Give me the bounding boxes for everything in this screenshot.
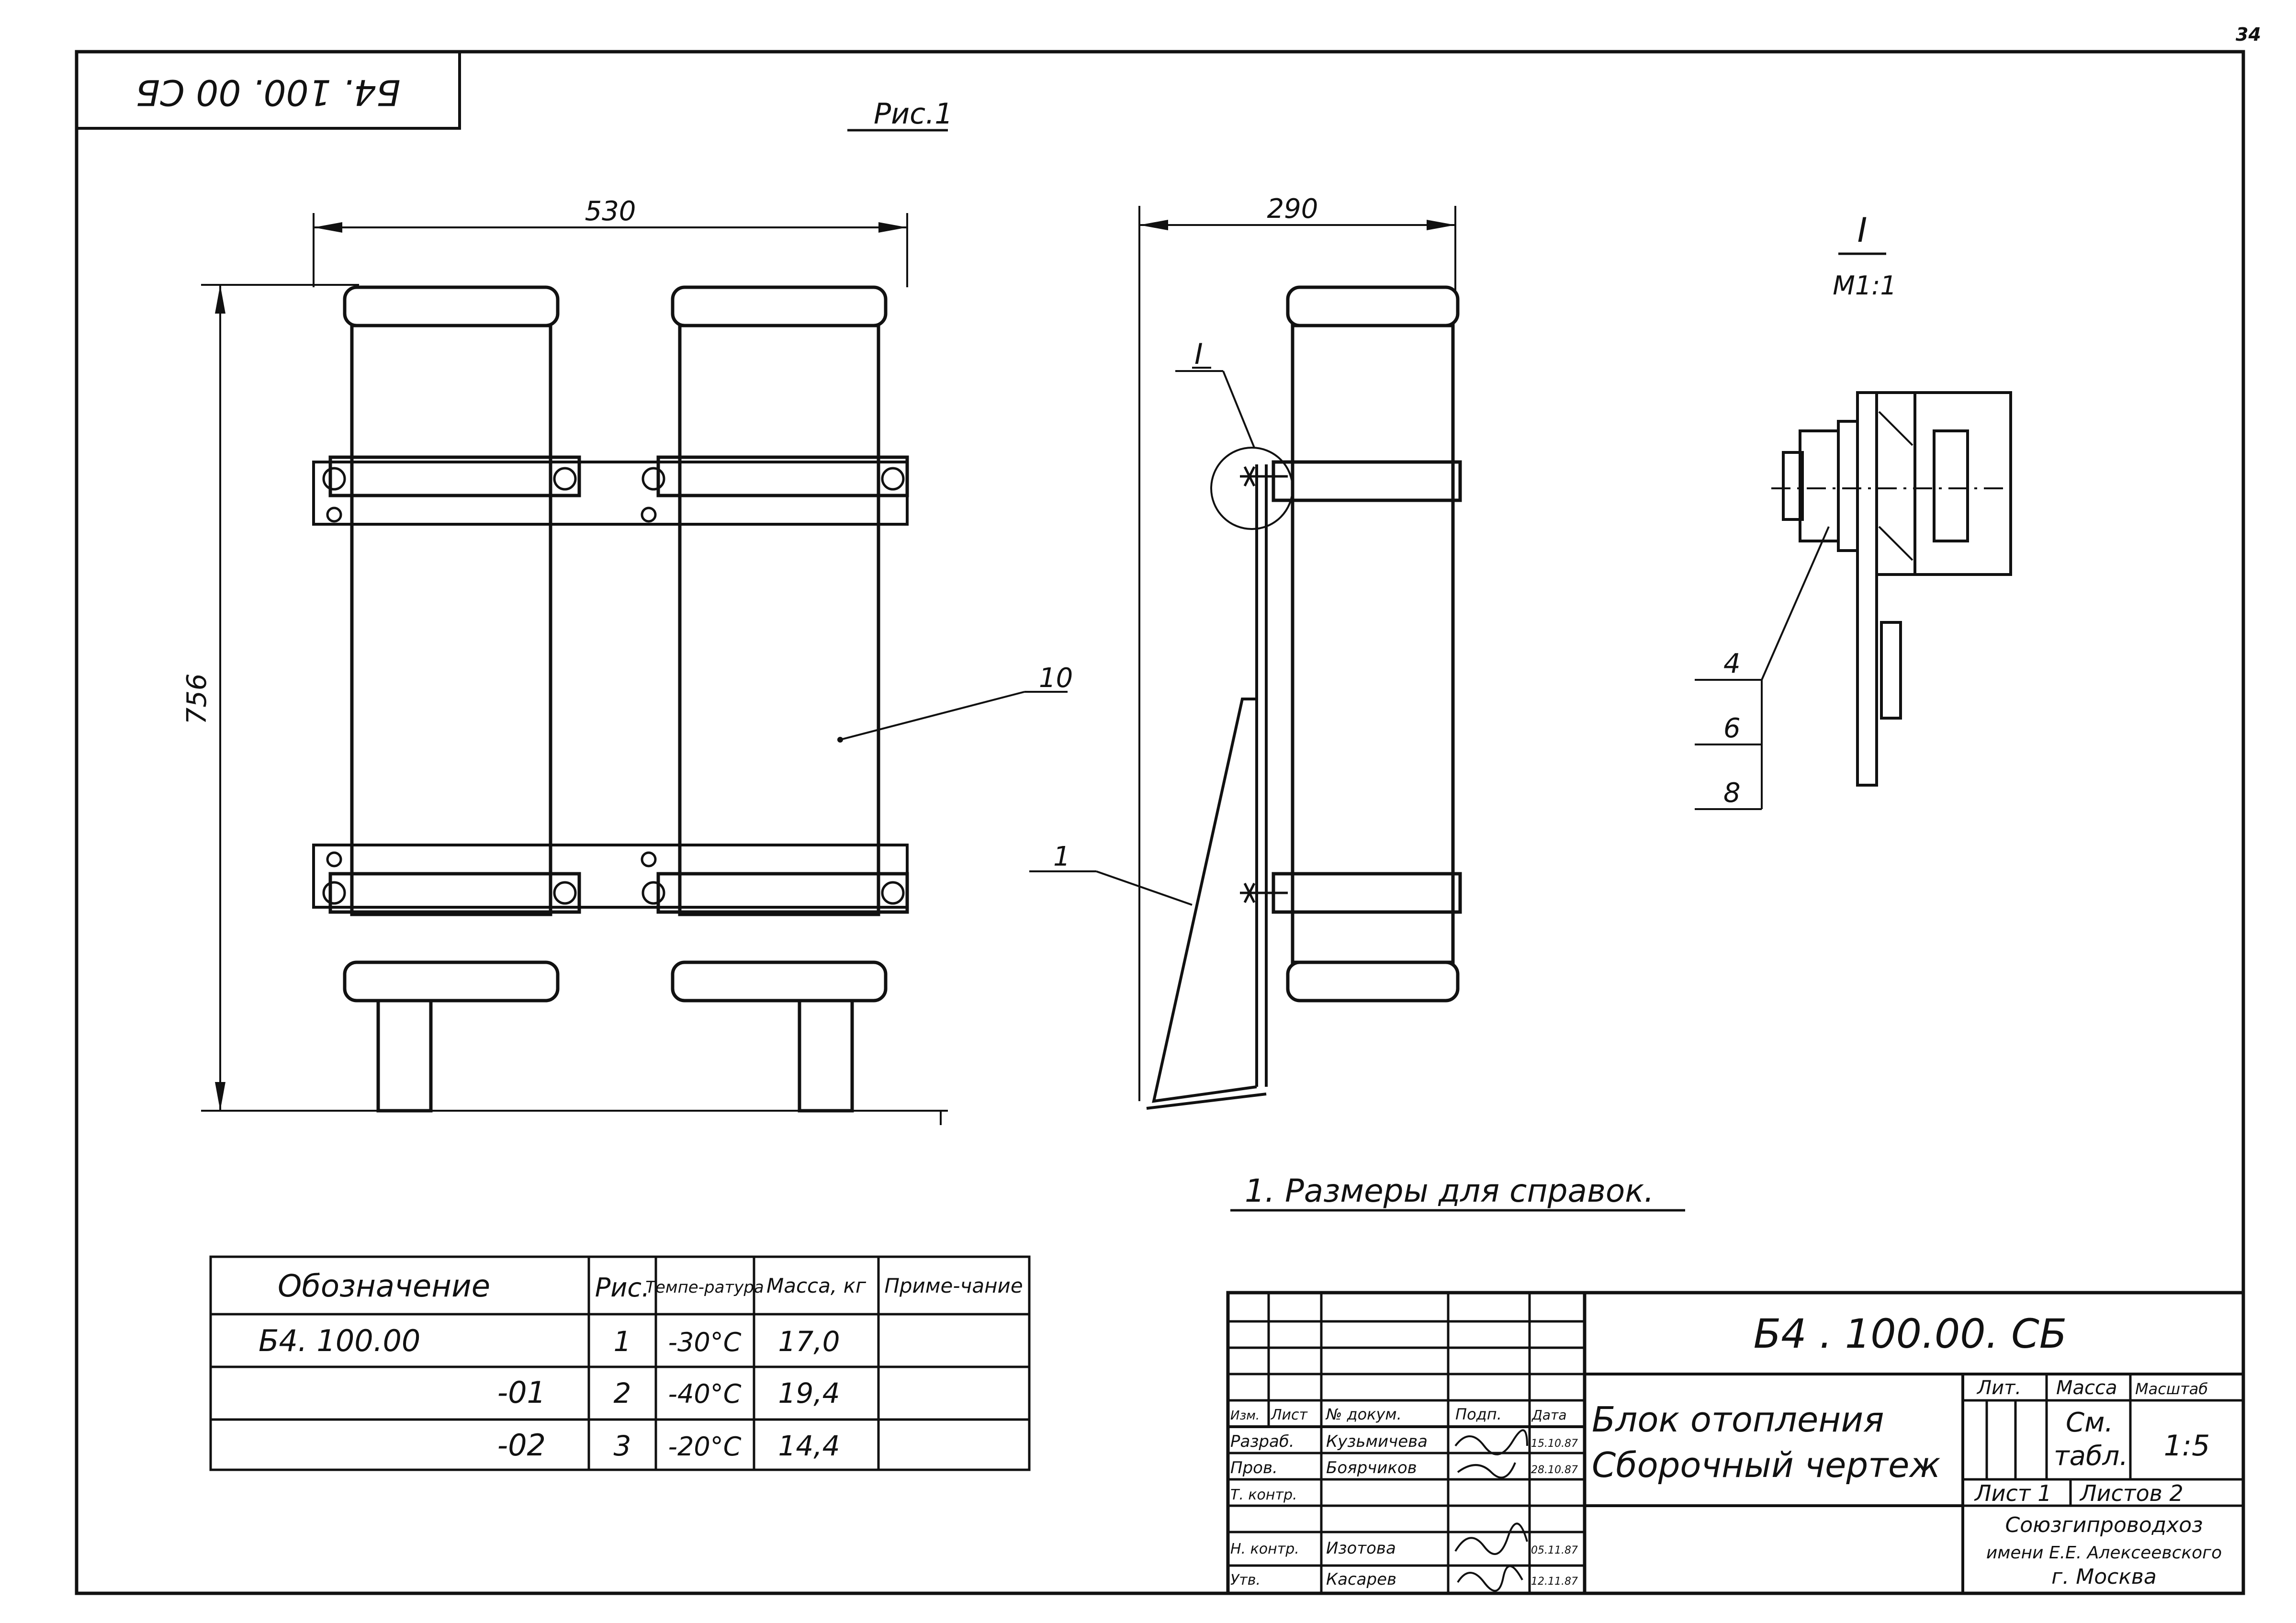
tb-sheet: Лист 1 <box>1974 1480 2051 1506</box>
spec-header-mass: Масса, кг <box>766 1274 867 1297</box>
tb-sheets: Листов 2 <box>2079 1480 2183 1506</box>
tb-role-2: Пров. <box>1230 1458 1278 1477</box>
tb-org-line1: Союзгипроводхоз <box>2005 1513 2203 1537</box>
detail-callout-8: 8 <box>1723 778 1741 809</box>
tb-name-line2: Сборочный чертеж <box>1592 1445 1940 1485</box>
dim-height-label: 756 <box>181 674 213 725</box>
tb-role-3: Т. контр. <box>1230 1487 1297 1503</box>
tb-role-1: Разраб. <box>1230 1432 1294 1451</box>
tb-name-5: Касарев <box>1326 1570 1396 1589</box>
spec-row-1-fig: 1 <box>614 1325 631 1358</box>
tb-code: Б4 . 100.00. СБ <box>1754 1310 2067 1357</box>
title-block <box>1226 1291 2245 1595</box>
spec-row-1-temp: -30°C <box>668 1327 742 1357</box>
tb-date-5: 12.11.87 <box>1531 1576 1578 1588</box>
tb-col-list: Лист <box>1271 1407 1308 1423</box>
tb-org-line3: г. Москва <box>2051 1565 2157 1589</box>
tb-role-4: Н. контр. <box>1230 1541 1299 1557</box>
tb-date-4: 05.11.87 <box>1531 1544 1578 1556</box>
tb-name-line1: Блок отопления <box>1592 1399 1884 1440</box>
spec-row-2-fig: 2 <box>614 1377 631 1409</box>
side-view: 290 I 1 <box>1029 193 1462 1110</box>
spec-row-2-designation: -01 <box>497 1375 546 1410</box>
spec-header-fig: Рис. <box>595 1273 650 1303</box>
front-view: 530 756 <box>181 196 1073 1125</box>
tb-date-1: 15.10.87 <box>1531 1438 1578 1450</box>
detail-callout-4: 4 <box>1723 648 1741 679</box>
dim-width-label: 530 <box>585 196 636 227</box>
detail-title: I <box>1857 211 1868 250</box>
spec-row-1-mass: 17,0 <box>778 1325 840 1358</box>
tb-scale-value: 1:5 <box>2164 1429 2210 1463</box>
tb-role-5: Утв. <box>1230 1572 1261 1589</box>
spec-table <box>209 1255 1031 1471</box>
spec-row-3-designation: -02 <box>497 1428 546 1463</box>
tb-col-doc: № докум. <box>1325 1405 1402 1423</box>
spec-header-temp: Темпе-ратура <box>645 1278 764 1297</box>
page-number: 34 <box>2236 24 2261 45</box>
tb-scale-label: Масштаб <box>2135 1380 2208 1398</box>
spec-row-2-mass: 19,4 <box>778 1377 840 1409</box>
tb-mass-value1: См. <box>2066 1407 2113 1438</box>
tb-col-sign: Подп. <box>1455 1405 1502 1423</box>
drawing-frame <box>75 50 2245 1595</box>
callout-10: 10 <box>1039 663 1073 694</box>
tb-lit-label: Лит. <box>1976 1377 2021 1399</box>
tb-name-2: Боярчиков <box>1326 1458 1417 1477</box>
tb-mass-value2: табл. <box>2054 1441 2128 1472</box>
callout-1: 1 <box>1053 841 1070 872</box>
tb-col-izm: Изм. <box>1230 1409 1260 1423</box>
dim-depth-label: 290 <box>1267 193 1318 225</box>
tb-name-1: Кузьмичева <box>1326 1432 1428 1451</box>
spec-row-3-temp: -20°C <box>668 1431 742 1462</box>
signature-marks <box>1454 1429 1528 1592</box>
spec-header-note: Приме-чание <box>884 1274 1023 1297</box>
tb-date-2: 28.10.87 <box>1531 1464 1578 1476</box>
tb-name-4: Изотова <box>1326 1539 1396 1558</box>
tb-col-date: Дата <box>1531 1407 1567 1423</box>
detail-scale: М1:1 <box>1833 270 1897 301</box>
tb-org-line2: имени Е.Е. Алексеевского <box>1986 1543 2222 1563</box>
stamp-code-rotated: Б4. 100. 00 СБ <box>135 71 400 113</box>
callout-detail-I: I <box>1194 338 1203 371</box>
detail-callout-6: 6 <box>1723 713 1741 744</box>
spec-row-2-temp: -40°C <box>668 1379 742 1409</box>
spec-header-designation: Обозначение <box>278 1269 490 1304</box>
spec-row-3-fig: 3 <box>614 1430 631 1462</box>
bolt-group <box>322 467 905 905</box>
note-text: 1. Размеры для справок. <box>1245 1172 1654 1209</box>
spec-row-3-mass: 14,4 <box>778 1430 840 1462</box>
figure-label: Рис.1 <box>874 97 953 131</box>
detail-view: I М1:1 4 6 8 <box>1695 211 2012 810</box>
tb-mass-label: Масса <box>2056 1377 2117 1399</box>
spec-row-1-designation: Б4. 100.00 <box>259 1323 420 1358</box>
